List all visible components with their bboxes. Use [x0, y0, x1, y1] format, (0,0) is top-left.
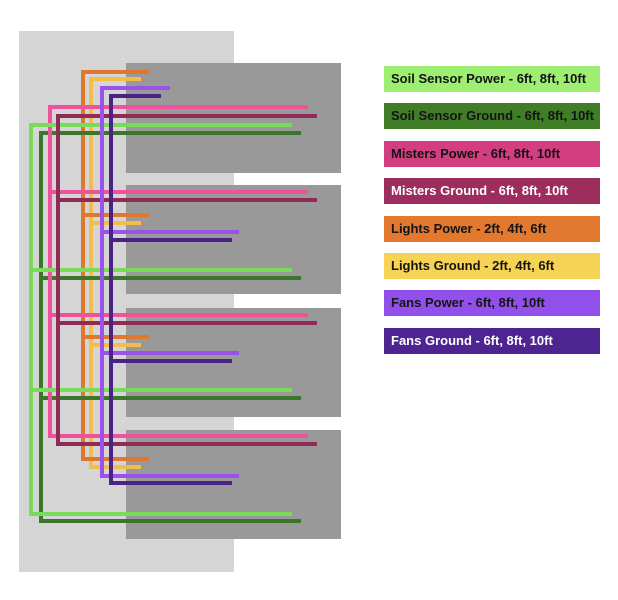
wire-lights-power [81, 70, 149, 461]
legend-item-misters-ground: Misters Ground - 6ft, 8ft, 10ft [384, 178, 600, 205]
legend-item-soil-sensor-power: Soil Sensor Power - 6ft, 8ft, 10ft [384, 66, 600, 92]
wire-soil-sensor-power [29, 123, 292, 516]
legend-item-lights-power: Lights Power - 2ft, 4ft, 6ft [384, 215, 600, 242]
legend-item-fans-power: Fans Power - 6ft, 8ft, 10ft [384, 290, 600, 317]
legend: Soil Sensor Power - 6ft, 8ft, 10ft Soil … [384, 66, 600, 354]
legend-item-lights-ground: Lights Ground - 2ft, 4ft, 6ft [384, 252, 600, 279]
legend-item-soil-sensor-ground: Soil Sensor Ground - 6ft, 8ft, 10ft [384, 103, 600, 130]
legend-item-fans-ground: Fans Ground - 6ft, 8ft, 10ft [384, 327, 600, 354]
wire-misters-ground [56, 114, 317, 446]
wire-fans-power [100, 86, 239, 478]
wire-soil-sensor-ground [39, 131, 301, 523]
wire-lights-ground [89, 77, 141, 469]
wire-fans-ground [109, 94, 232, 485]
legend-item-misters-power: Misters Power - 6ft, 8ft, 10ft [384, 140, 600, 167]
